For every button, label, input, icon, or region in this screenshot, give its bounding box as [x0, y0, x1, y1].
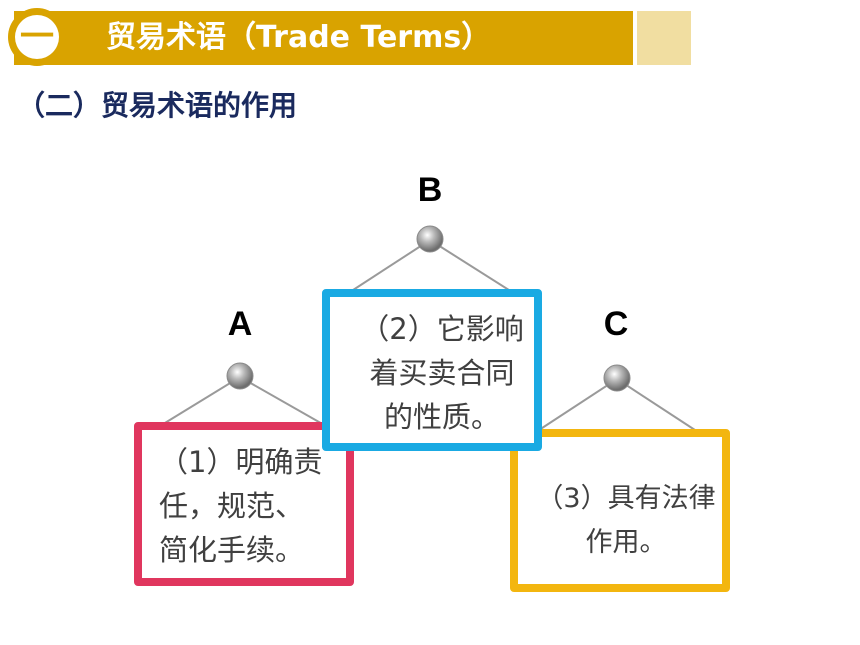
pin-c-icon — [603, 364, 631, 392]
header-side-block — [637, 11, 691, 65]
pin-b-icon — [416, 225, 444, 253]
card-c-text: （3）具有法律 作用。 — [536, 483, 716, 558]
label-c: C — [603, 305, 629, 343]
string-a-left — [159, 376, 241, 427]
card-c: （3）具有法律 作用。 — [510, 429, 730, 592]
section-number: 一 — [15, 15, 59, 59]
card-b-text: （2）它影响 着买卖合同 的性质。 — [360, 312, 524, 434]
label-a: A — [227, 305, 253, 343]
string-b-right — [429, 239, 513, 293]
card-a-text: （1）明确责 任，规范、 简化手续。 — [159, 445, 323, 567]
header-title: 贸易术语（Trade Terms） — [106, 20, 492, 55]
string-b-left — [349, 239, 431, 293]
label-b: B — [417, 171, 443, 209]
string-a-right — [239, 376, 327, 427]
header-bar — [14, 11, 633, 65]
string-c-left — [535, 378, 618, 433]
section-number-badge: 一 — [8, 8, 66, 66]
card-a: （1）明确责 任，规范、 简化手续。 — [134, 422, 354, 586]
pin-a-icon — [226, 362, 254, 390]
section-subtitle: （二）贸易术语的作用 — [17, 89, 298, 122]
card-b: （2）它影响 着买卖合同 的性质。 — [322, 289, 542, 451]
string-c-right — [616, 378, 699, 433]
